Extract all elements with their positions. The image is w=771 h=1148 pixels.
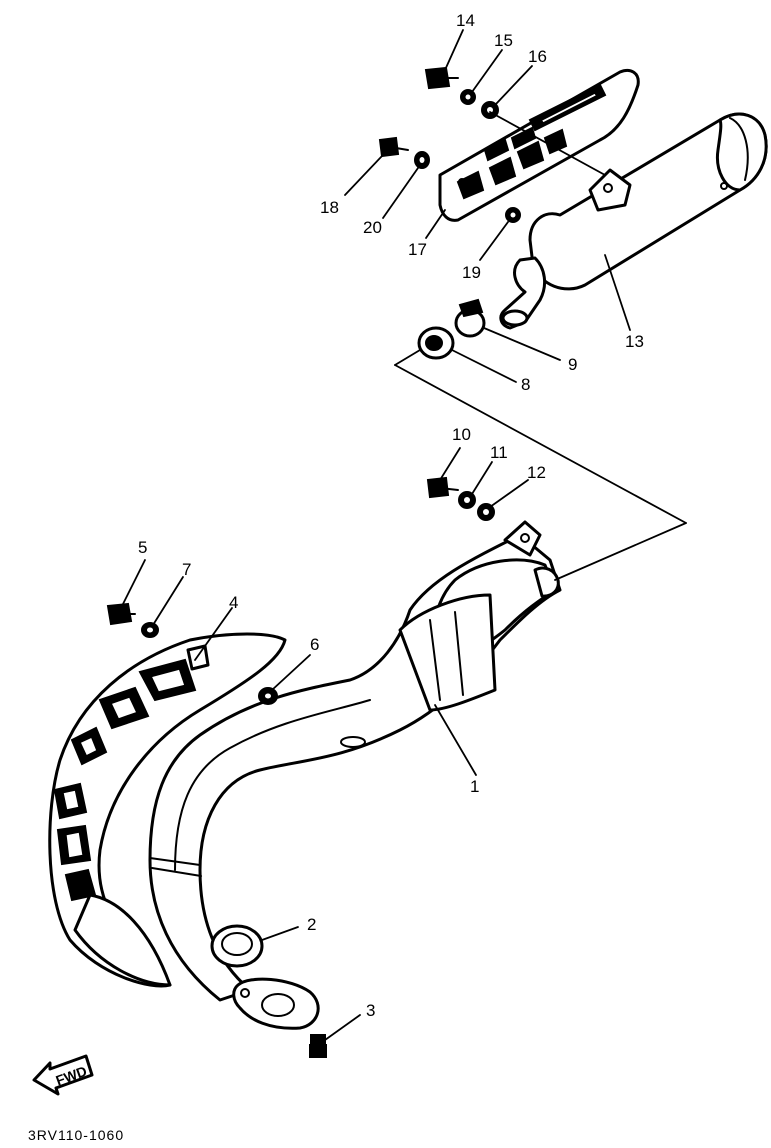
assembly-lines [394, 111, 687, 581]
callout-14: 14 [456, 11, 475, 30]
callout-15: 15 [494, 31, 513, 50]
callout-6: 6 [310, 635, 319, 654]
joint-8 [417, 326, 455, 360]
silencer-protector [438, 69, 640, 222]
callout-4: 4 [229, 593, 238, 612]
callout-20: 20 [363, 218, 382, 237]
callout-2: 2 [307, 915, 316, 934]
nut-19 [505, 207, 521, 223]
diagram-code: 3RV110-1060 [28, 1127, 124, 1143]
exhaust-pipe [148, 520, 562, 1002]
callout-5: 5 [138, 538, 147, 557]
bolt-10 [426, 476, 459, 499]
washer-12 [477, 503, 495, 521]
bolt-18 [378, 136, 409, 158]
nut-6 [258, 687, 278, 705]
washer-20 [414, 151, 430, 169]
exhaust-protector [48, 632, 287, 988]
forward-arrow-icon: FWD [32, 1054, 94, 1096]
callout-19: 19 [462, 263, 481, 282]
callouts: 1 2 3 4 5 6 7 8 9 10 11 12 13 14 15 16 1… [138, 11, 644, 1020]
bolt-5 [106, 602, 136, 626]
bolt-3 [309, 1034, 327, 1058]
washer-15 [460, 89, 476, 105]
callout-10: 10 [452, 425, 471, 444]
gasket [210, 924, 264, 968]
callout-16: 16 [528, 47, 547, 66]
callout-18: 18 [320, 198, 339, 217]
callout-8: 8 [521, 375, 530, 394]
callout-1: 1 [470, 777, 479, 796]
callout-11: 11 [490, 443, 508, 462]
callout-17: 17 [408, 240, 427, 259]
washer-7 [141, 622, 159, 638]
callout-9: 9 [568, 355, 577, 374]
callout-12: 12 [527, 463, 546, 482]
clamp-9 [454, 298, 486, 338]
callout-7: 7 [182, 560, 191, 579]
exhaust-flange [232, 977, 320, 1030]
callout-3: 3 [366, 1001, 375, 1020]
callout-leaders [121, 29, 631, 1041]
callout-13: 13 [625, 332, 644, 351]
washer-11 [458, 491, 476, 509]
bolt-14 [424, 66, 459, 90]
silencer [499, 112, 768, 330]
